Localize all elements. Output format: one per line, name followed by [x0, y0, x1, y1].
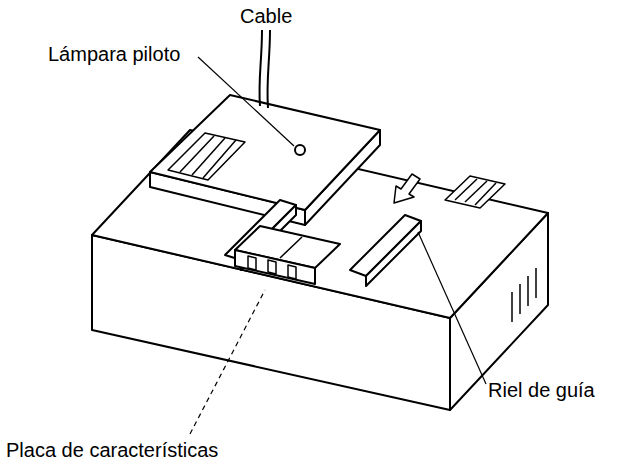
leader-line	[190, 290, 265, 434]
window-hatch	[203, 140, 236, 178]
terminal-notch	[288, 265, 296, 279]
insert-arrow	[394, 174, 420, 203]
terminal-front	[235, 250, 315, 284]
pilot-lamp	[295, 145, 305, 155]
cable	[259, 30, 262, 106]
side-vents	[512, 268, 536, 322]
vent-slot	[465, 181, 487, 202]
vent-slot	[519, 284, 521, 314]
leader-line	[198, 57, 294, 146]
vent-slot	[511, 292, 513, 322]
housing-top	[150, 95, 380, 210]
window-frame	[168, 133, 245, 180]
part-label: Placa de características	[6, 438, 218, 462]
vent-slot	[455, 179, 477, 200]
terminal-notches	[248, 237, 302, 279]
window-hatch	[180, 136, 214, 172]
cable	[267, 30, 270, 108]
window-hatch	[192, 138, 225, 175]
terminal-notch	[268, 260, 276, 274]
terminal-ridge	[280, 237, 302, 258]
part-label: Riel de guía	[488, 378, 595, 402]
guide-rail-side	[366, 221, 421, 286]
housing-window	[168, 133, 245, 180]
leader-line	[418, 232, 486, 384]
part-label: Lámpara piloto	[48, 42, 180, 66]
terminal-notch	[248, 256, 256, 270]
part-label: Cable	[240, 4, 292, 28]
vent-frame	[445, 176, 505, 208]
rear-vents	[445, 176, 505, 208]
vent-slot	[475, 183, 496, 205]
vent-slot	[527, 276, 529, 306]
vent-slot	[535, 268, 537, 298]
